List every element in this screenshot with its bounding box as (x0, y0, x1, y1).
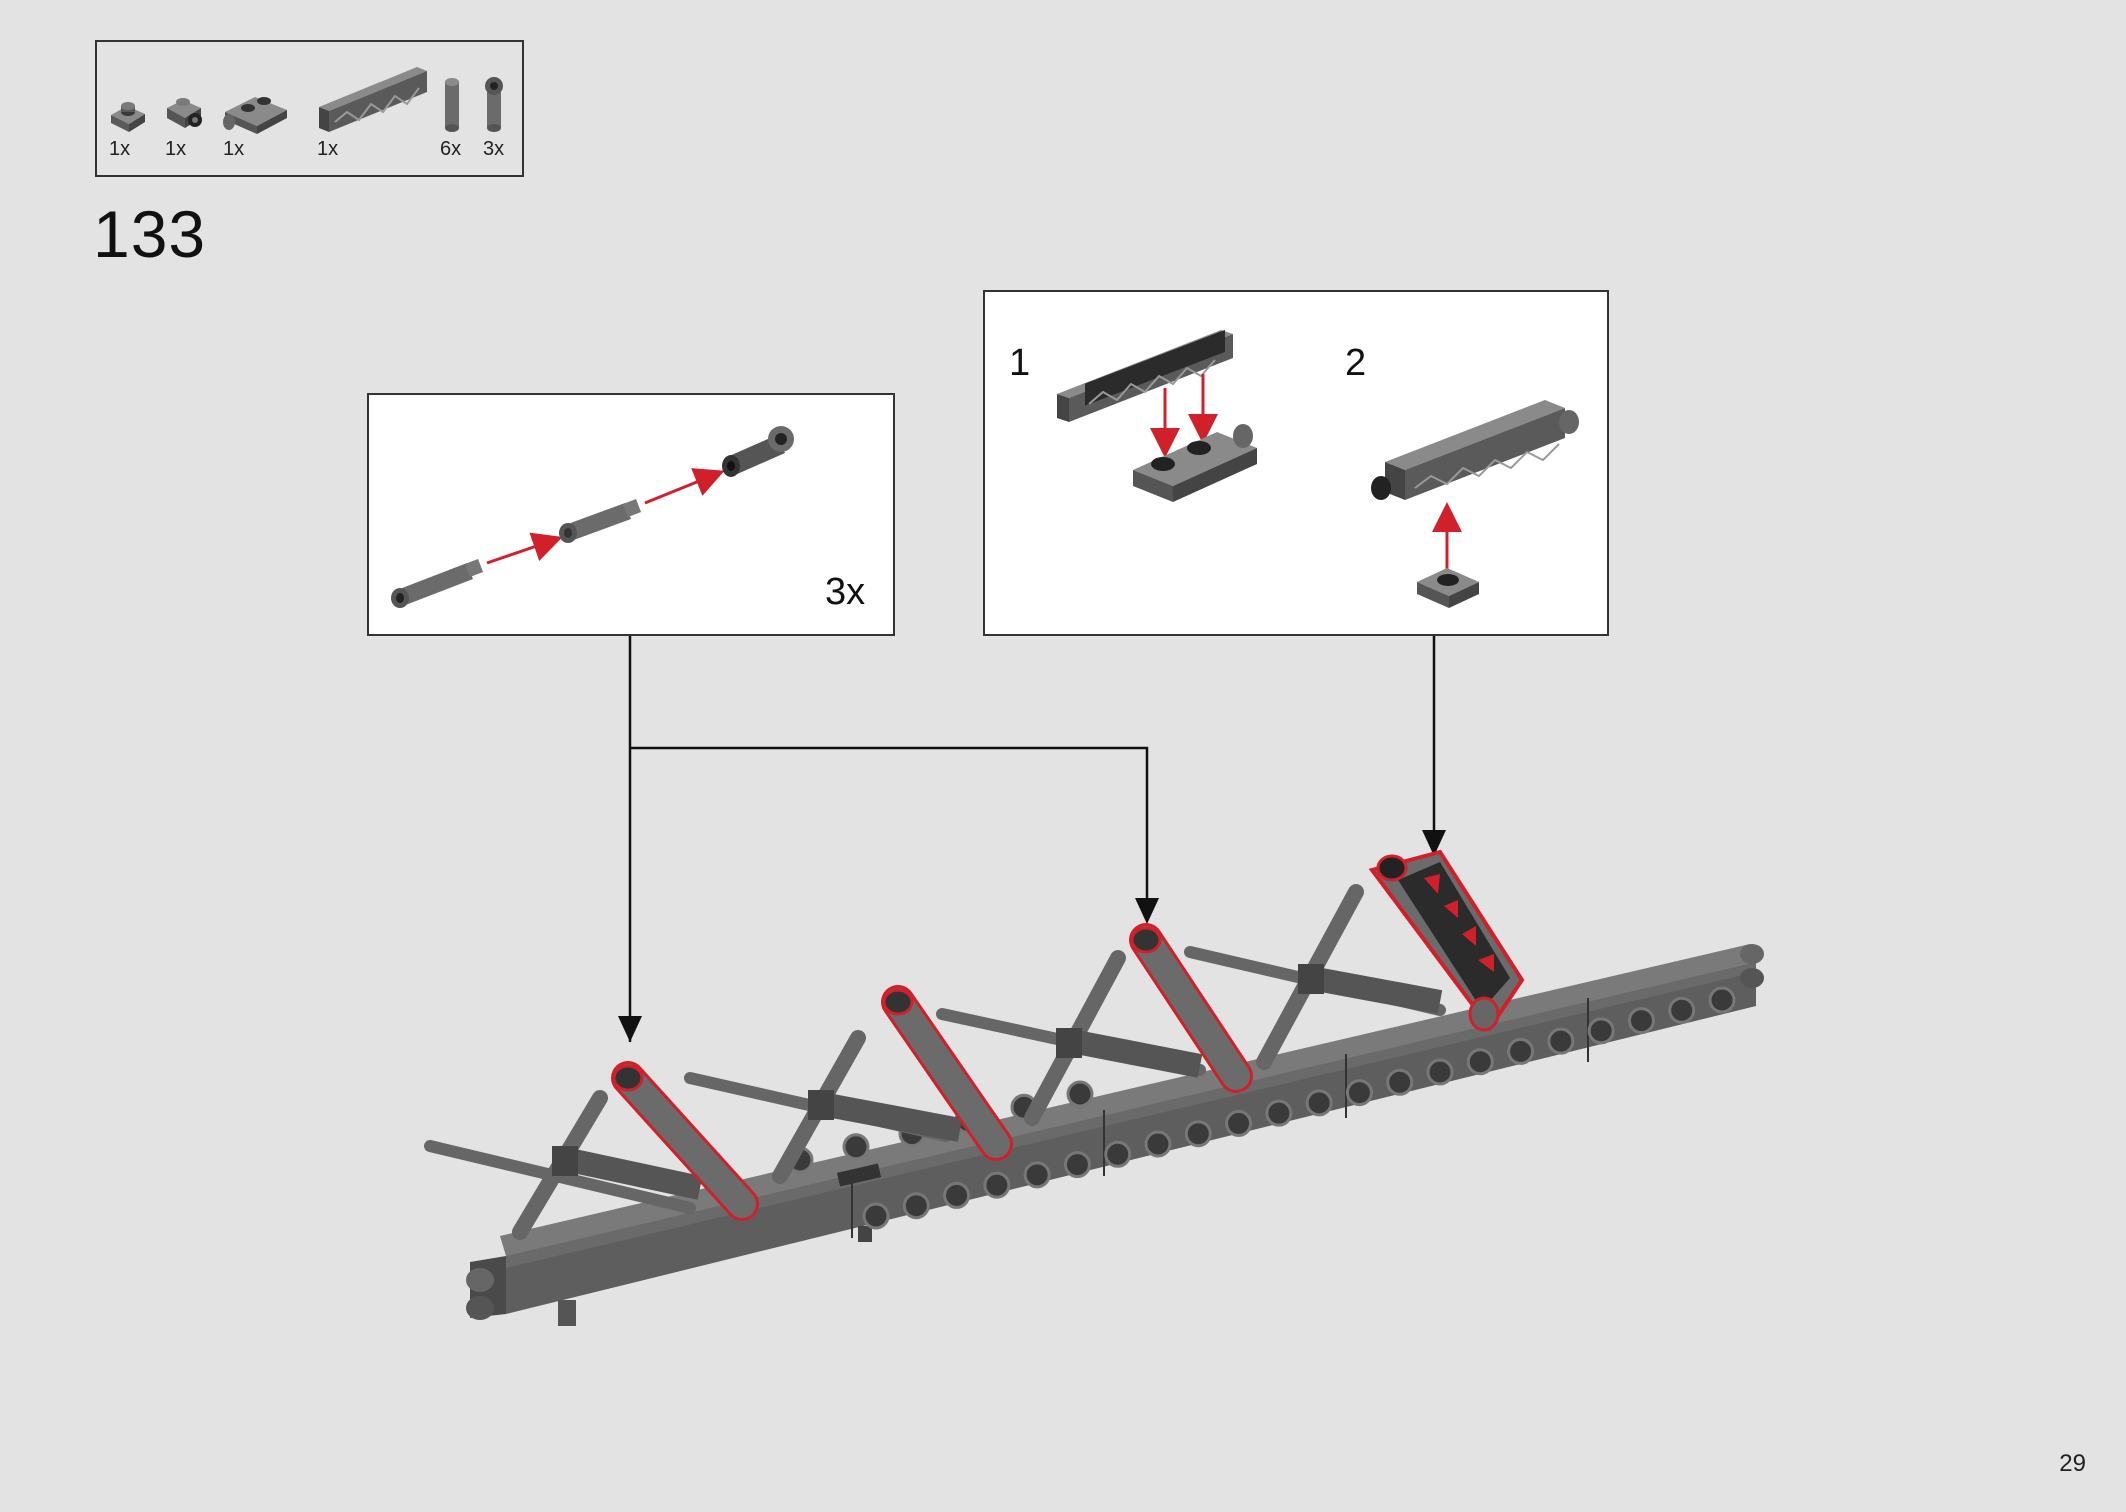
stud (1668, 996, 1696, 1024)
sub-step-number: 1 (1009, 342, 1031, 384)
stud (983, 1171, 1011, 1199)
parts-list: 1x 1x 1x 1x 6x 3x (95, 40, 524, 177)
bar-holder-icon (391, 558, 484, 608)
multiplier-label: 3x (825, 571, 866, 613)
callout-bar-assembly: 3x (367, 393, 895, 636)
stud (1144, 1130, 1172, 1158)
new-bar-highlighted (611, 1061, 759, 1221)
bar-clip-icon (722, 426, 794, 477)
parts-icons (111, 67, 503, 134)
stud (1708, 986, 1736, 1014)
callout-b-illustration (1057, 329, 1579, 608)
stud (1066, 1080, 1094, 1108)
part-qty: 1x (165, 138, 187, 160)
stud (1184, 1120, 1212, 1148)
stud (902, 1192, 930, 1220)
red-arrow (644, 468, 725, 505)
stud (1305, 1089, 1333, 1117)
bar-holder-icon (445, 78, 459, 132)
stud (1426, 1058, 1454, 1086)
bar-clip-icon (485, 77, 503, 132)
page-number: 29 (2059, 1450, 2086, 1477)
new-bar-highlighted (881, 985, 1013, 1161)
part-qty: 1x (317, 138, 339, 160)
new-bar-highlighted (1129, 923, 1253, 1093)
part-qty: 6x (440, 138, 462, 160)
plate-1x2-with-bar-icon (1133, 424, 1257, 502)
stud (862, 1202, 890, 1230)
panel-assembly-icon (1371, 400, 1579, 500)
arrow-head (618, 1016, 642, 1042)
stud (898, 1120, 926, 1148)
stud (1587, 1017, 1615, 1045)
stud (1104, 1140, 1132, 1168)
plate-1x2-with-bar-icon (223, 97, 287, 134)
callout-panel-assembly: 1 2 (983, 290, 1609, 636)
sub-step-number: 2 (1345, 342, 1367, 384)
base-beam (466, 944, 1764, 1326)
stud (1386, 1068, 1414, 1096)
stud (842, 1133, 870, 1161)
arrow-head (1422, 830, 1446, 856)
stud (1010, 1093, 1038, 1121)
plate-with-clip-icon (167, 98, 202, 128)
stud (1265, 1099, 1293, 1127)
fence-panel-icon (319, 67, 427, 132)
stud (1023, 1161, 1051, 1189)
step-number: 133 (93, 197, 207, 271)
stud-row (786, 986, 1736, 1230)
new-panel-highlighted (1368, 849, 1525, 1032)
stud (954, 1106, 982, 1134)
red-arrow (486, 532, 563, 565)
plate-1x1-icon (111, 102, 145, 132)
stud (943, 1181, 971, 1209)
truss-bars (424, 884, 1446, 1240)
connector-arrows (618, 636, 1446, 1042)
stud (786, 1146, 814, 1174)
plate-1x1-icon (1417, 568, 1479, 608)
callout-a-illustration (391, 426, 794, 608)
stud (1507, 1037, 1535, 1065)
stud (1345, 1079, 1373, 1107)
fence-panel-icon (1057, 329, 1233, 422)
stud (1466, 1048, 1494, 1076)
stud (1627, 1007, 1655, 1035)
arrow-head (1135, 898, 1159, 924)
bar-holder-icon (559, 498, 642, 543)
part-qty: 1x (223, 138, 245, 160)
stud (1547, 1027, 1575, 1055)
part-qty: 1x (109, 138, 131, 160)
stud (1225, 1109, 1253, 1137)
stud (1063, 1151, 1091, 1179)
part-qty: 3x (483, 138, 505, 160)
